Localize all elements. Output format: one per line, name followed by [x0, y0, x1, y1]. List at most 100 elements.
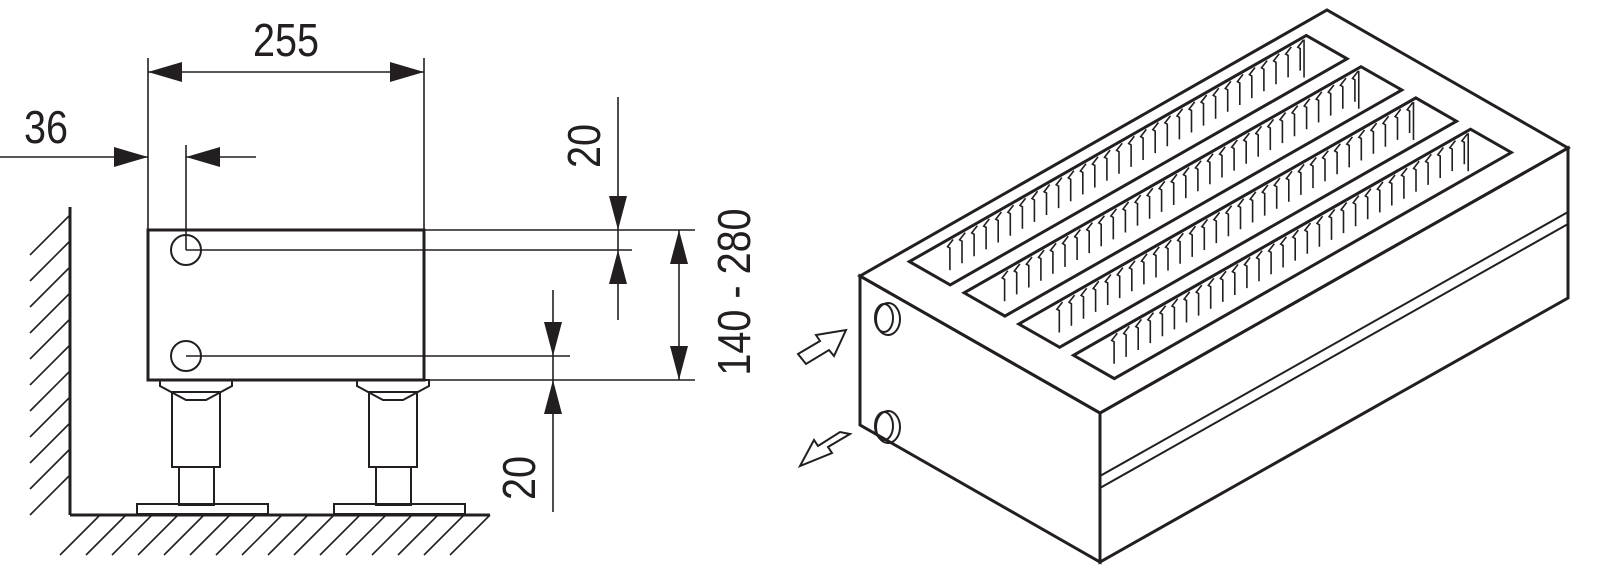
fin [1236, 198, 1245, 230]
support-leg [136, 379, 269, 515]
fin [1242, 132, 1251, 164]
fin [1158, 180, 1166, 212]
fin [1224, 80, 1232, 112]
fin [1267, 243, 1275, 275]
fin [1400, 167, 1408, 199]
fin [1158, 305, 1167, 337]
fin [1175, 108, 1184, 140]
convector-slot [1070, 127, 1515, 381]
support-legs [136, 379, 466, 515]
fin [982, 218, 990, 250]
fin [1110, 332, 1118, 364]
isometric-view [796, 8, 1572, 565]
fin [1278, 112, 1287, 144]
leg-upper-tube [368, 391, 418, 468]
fin [1018, 197, 1027, 229]
fin [1139, 128, 1147, 160]
fin [1261, 184, 1269, 216]
flow-out-arrow-icon [797, 430, 853, 468]
convector-slot [1015, 96, 1460, 350]
fin [1200, 218, 1209, 250]
hatch-line [397, 514, 439, 556]
wall-floor-hatching [29, 214, 491, 556]
leg-lower-tube [178, 466, 215, 506]
fin [1170, 173, 1178, 205]
fin [1133, 194, 1142, 226]
dimension-label-bottom-offset: 20 [494, 456, 545, 500]
fin [1194, 160, 1202, 192]
hatch-line [111, 514, 153, 556]
hatch-line [29, 214, 71, 256]
hatch-line [163, 514, 205, 556]
arrowhead [544, 322, 562, 356]
fin [994, 211, 1003, 243]
fin [1369, 122, 1378, 154]
slot-opening [1070, 127, 1515, 381]
fin [1357, 129, 1366, 161]
fin [1266, 118, 1275, 150]
leg-upper-tube [171, 391, 221, 468]
fin [1448, 140, 1457, 172]
arrowhead [609, 196, 627, 230]
fin [1339, 77, 1347, 109]
fin [1207, 277, 1215, 309]
convector-slots [906, 33, 1515, 381]
fin [1231, 263, 1239, 295]
fin [1339, 202, 1348, 234]
convector-slot [906, 33, 1351, 287]
arrowhead [148, 62, 182, 82]
fin [1212, 212, 1221, 244]
slot-opening [906, 33, 1351, 287]
panel-seam [1099, 211, 1569, 477]
fin [1388, 174, 1396, 206]
fin [1037, 249, 1045, 281]
hatch-line [293, 514, 335, 556]
convector-slot [961, 64, 1405, 318]
leg-lower-tube [375, 466, 412, 506]
fin [1315, 215, 1324, 247]
hatch-line [449, 514, 491, 556]
fin [1236, 73, 1244, 105]
hatch-line [29, 422, 71, 464]
fin [1140, 253, 1148, 285]
iso-inlet-connection [874, 302, 901, 336]
iso-outlet-connection [874, 410, 901, 444]
fin [1199, 94, 1208, 126]
fin [1279, 236, 1288, 268]
hatch-line [423, 514, 465, 556]
fin [1145, 187, 1154, 219]
fin [1333, 143, 1341, 175]
arrowhead [186, 147, 220, 167]
fin [1079, 287, 1088, 319]
leg-base-plate [333, 503, 466, 515]
fin [1218, 146, 1226, 178]
dimension-label-wall-offset: 36 [24, 102, 68, 153]
fin [1309, 157, 1317, 189]
fin [1109, 208, 1118, 240]
fin [1195, 284, 1203, 316]
fin [1351, 70, 1359, 102]
fin [1182, 291, 1191, 323]
fin [1219, 270, 1227, 302]
hatch-line [29, 370, 71, 412]
hatch-line [29, 240, 71, 282]
arrowhead [670, 346, 688, 380]
fin [1187, 101, 1196, 133]
fin [1164, 239, 1172, 271]
hatch-line [189, 514, 231, 556]
panel-seam [1099, 223, 1569, 489]
side-view: 255 36 20 140 - 280 20 [0, 15, 761, 556]
fin [1067, 170, 1075, 202]
leg-bracket [159, 379, 233, 401]
hatch-line [59, 514, 101, 556]
fin [1134, 318, 1143, 350]
slot-opening [1015, 96, 1460, 350]
fin [1364, 188, 1372, 220]
fin [1285, 170, 1293, 202]
fin [1212, 87, 1220, 119]
fin [1085, 222, 1094, 254]
fin [970, 225, 978, 257]
fin [1260, 60, 1268, 92]
arrowhead [544, 380, 562, 414]
